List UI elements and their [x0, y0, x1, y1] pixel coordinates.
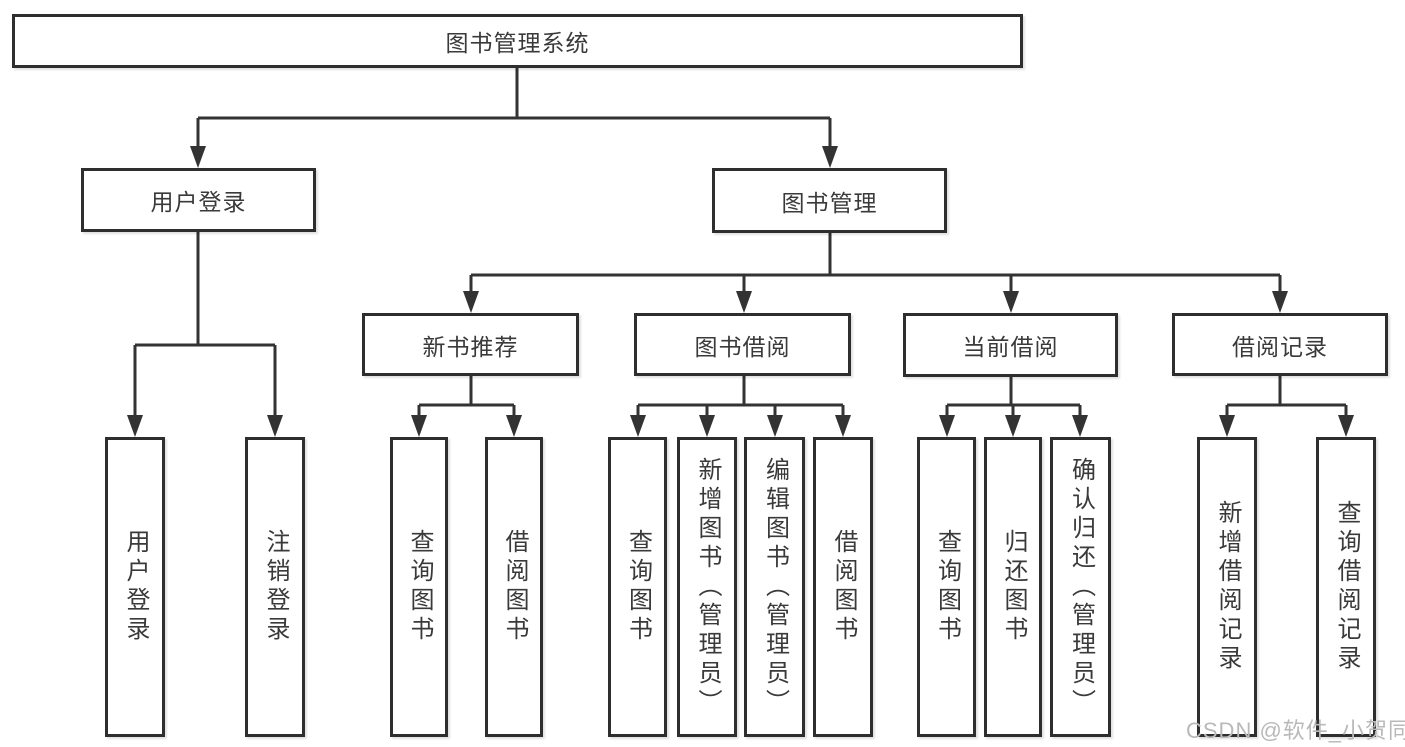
leaf-br-add-record: 新增借阅记录: [1197, 437, 1257, 737]
leaf-logout-label: 注销登录: [262, 529, 289, 645]
leaf-bb-add-book-admin: 新增图书（管理员）: [677, 437, 737, 737]
connector-root-to-level2: [196, 68, 832, 148]
leaf-bb-query-book: 查询图书: [608, 437, 667, 737]
node-borrow-record-label: 借阅记录: [1232, 333, 1328, 360]
leaf-cb-query-book-label: 查询图书: [933, 529, 961, 645]
node-user-login: 用户登录: [81, 168, 316, 232]
arrowheads-new-book-rec-to-leaves: [411, 415, 522, 437]
node-current-borrow: 当前借阅: [903, 313, 1118, 377]
leaf-bb-borrow-book-label: 借阅图书: [830, 529, 857, 645]
leaf-rec-borrow-book-label: 借阅图书: [501, 529, 528, 645]
leaf-rec-query-book-label: 查询图书: [406, 529, 433, 645]
leaf-cb-query-book: 查询图书: [917, 437, 976, 737]
leaf-cb-return-book: 归还图书: [984, 437, 1042, 737]
leaf-bb-query-book-label: 查询图书: [624, 529, 652, 645]
leaf-user-login-label: 用户登录: [122, 529, 149, 645]
leaf-logout: 注销登录: [245, 437, 305, 737]
leaf-br-query-record-label: 查询借阅记录: [1333, 500, 1360, 674]
arrowheads-user-login-to-leaves: [127, 415, 283, 437]
node-new-book-recommend: 新书推荐: [362, 313, 579, 376]
node-book-management-label: 图书管理: [781, 189, 878, 216]
leaf-cb-confirm-return-admin-label: 确认归还（管理员）: [1067, 456, 1095, 718]
arrowheads-root-to-level2: [190, 146, 838, 168]
leaf-br-add-record-label: 新增借阅记录: [1214, 500, 1241, 674]
arrowheads-current-borrow-to-leaves: [939, 415, 1088, 437]
arrowheads-book-borrow-to-leaves: [630, 415, 851, 437]
leaf-br-query-record: 查询借阅记录: [1316, 437, 1376, 737]
leaf-cb-confirm-return-admin: 确认归还（管理员）: [1050, 437, 1111, 737]
node-current-borrow-label: 当前借阅: [962, 334, 1059, 360]
node-book-management: 图书管理: [712, 168, 947, 233]
csdn-watermark: CSDN @软件_小贺同学: [1186, 718, 1405, 743]
connector-book-borrow-to-leaves: [636, 376, 845, 417]
leaf-bb-add-book-admin-label: 新增图书（管理员）: [694, 456, 721, 718]
node-root-label: 图书管理系统: [445, 30, 590, 56]
leaf-user-login: 用户登录: [105, 437, 165, 737]
node-user-login-label: 用户登录: [150, 189, 247, 215]
node-book-borrow-label: 图书借阅: [694, 333, 791, 360]
node-book-borrow: 图书借阅: [634, 313, 851, 376]
leaf-cb-return-book-label: 归还图书: [1000, 529, 1027, 645]
connector-book-mgmt-to-level3: [469, 233, 1282, 293]
leaf-bb-borrow-book: 借阅图书: [813, 437, 873, 737]
connector-user-login-to-leaves: [133, 232, 277, 417]
leaf-rec-query-book: 查询图书: [390, 437, 448, 737]
arrowheads-book-mgmt-to-level3: [463, 291, 1288, 313]
connector-current-borrow-to-leaves: [945, 377, 1082, 417]
leaf-rec-borrow-book: 借阅图书: [485, 437, 543, 737]
node-new-book-recommend-label: 新书推荐: [422, 333, 519, 360]
connector-new-book-rec-to-leaves: [417, 376, 516, 417]
leaf-bb-edit-book-admin-label: 编辑图书（管理员）: [761, 456, 789, 718]
node-root-library-system: 图书管理系统: [12, 14, 1023, 68]
connector-borrow-record-to-leaves: [1225, 376, 1348, 417]
leaf-bb-edit-book-admin: 编辑图书（管理员）: [744, 437, 805, 737]
node-borrow-record: 借阅记录: [1172, 313, 1388, 376]
arrowheads-borrow-record-to-leaves: [1219, 415, 1354, 437]
